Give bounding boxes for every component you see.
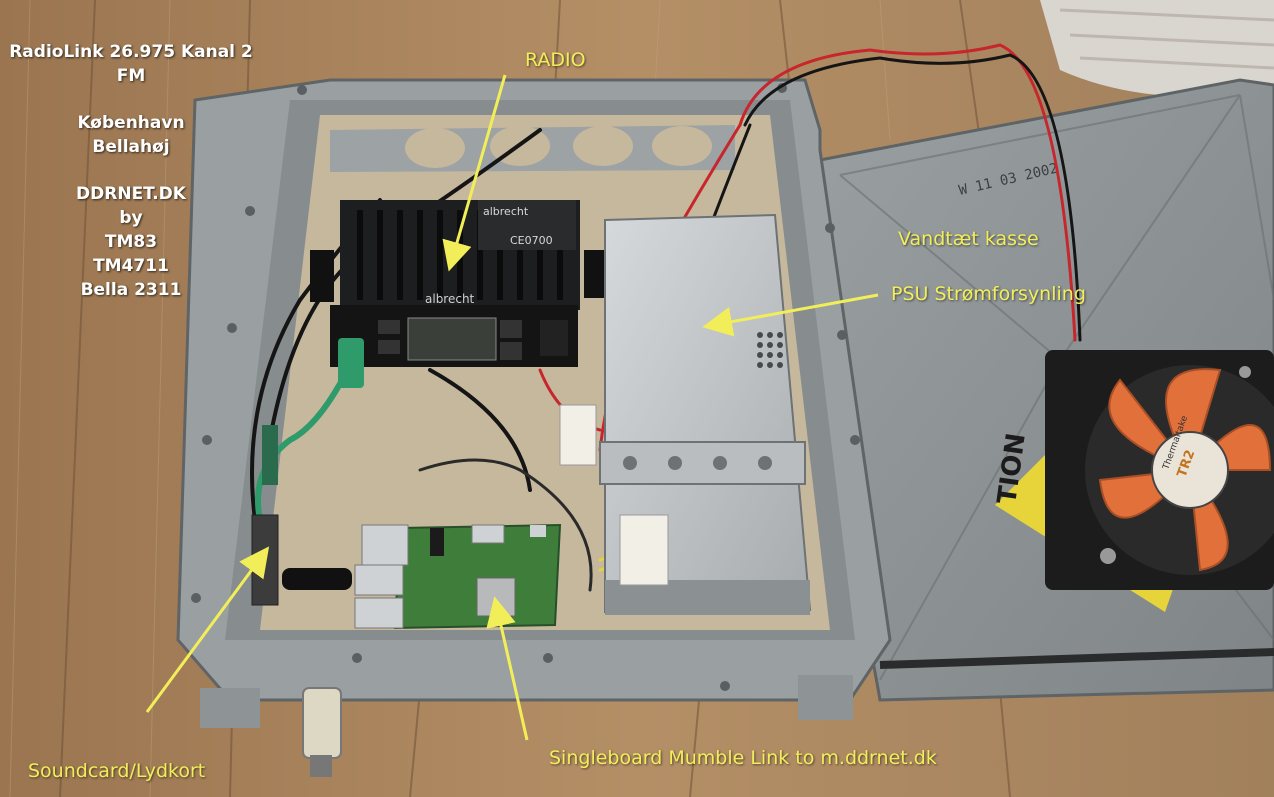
terminal-block — [619, 514, 669, 586]
member-label: TM4711 — [93, 256, 169, 276]
psu-label: PSU Strømforsynling — [891, 283, 1086, 305]
city-label: København — [77, 113, 185, 133]
power-supply — [599, 213, 812, 615]
by-label: by — [119, 208, 143, 228]
radio-label: RADIO — [525, 49, 586, 71]
district-label: Bellahøj — [92, 137, 170, 157]
terminal-block — [559, 404, 597, 466]
network-label: DDRNET.DK — [76, 184, 186, 204]
annotation-arrows — [145, 74, 879, 741]
cooling-fan: Thermaltake TR2 — [1045, 350, 1274, 590]
radio-unit: albrecht CE0700 albrecht — [310, 200, 604, 367]
station-frequency-line: RadioLink 26.975 Kanal 2 FM — [9, 42, 253, 86]
enclosure-lid: W 11 03 2002 TION Thermaltake TR2 — [818, 78, 1274, 702]
member-label: TM83 — [104, 232, 158, 252]
member-label: Bella 2311 — [80, 280, 182, 300]
svg-text:albrecht: albrecht — [483, 205, 529, 218]
ethernet-plug — [338, 338, 364, 388]
station-info: RadioLink 26.975 Kanal 2 FM København Be… — [0, 40, 262, 302]
singleboard-label: Singleboard Mumble Link to m.ddrnet.dk — [549, 747, 937, 769]
cushion — [1040, 0, 1274, 97]
soundcard-label: Soundcard/Lydkort — [28, 760, 206, 782]
sound-card — [251, 514, 279, 606]
singleboard-computer — [354, 523, 562, 630]
enclosure-label: Vandtæt kasse — [898, 228, 1039, 250]
svg-text:CE0700: CE0700 — [510, 234, 553, 247]
svg-text:albrecht: albrecht — [425, 292, 475, 306]
